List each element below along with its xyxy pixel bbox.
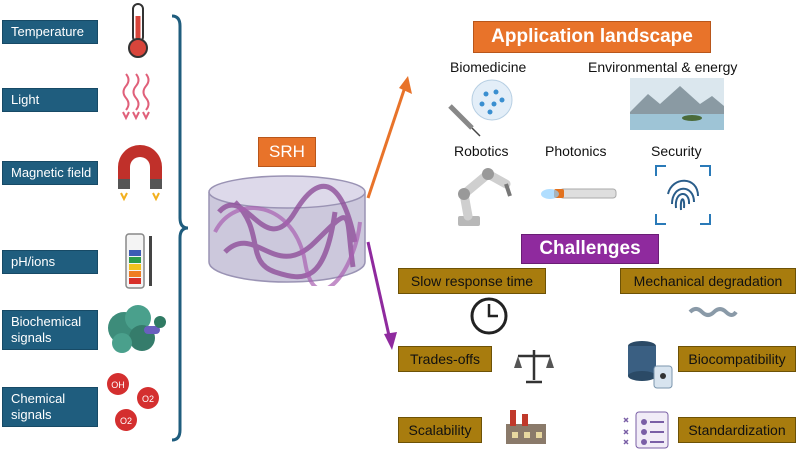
stimulus-label: pH/ions <box>11 253 56 269</box>
stimulus-label: Biochemical signals <box>11 313 82 345</box>
light-waves-icon <box>122 73 150 121</box>
database-toxic-icon <box>628 341 673 389</box>
applications-title-text: Application landscape <box>491 26 693 47</box>
balance-scale-icon <box>514 350 554 384</box>
challenges-title: Challenges <box>521 234 659 264</box>
fingerprint-icon <box>655 165 711 225</box>
light-emitting-fiber-icon <box>541 188 617 199</box>
stimulus-label: Light <box>11 91 40 107</box>
challenge-mechanical-degradation: Mechanical degradation <box>620 268 796 294</box>
challenge-trade-offs: Trades-offs <box>398 346 492 372</box>
srh-label: SRH <box>258 137 316 167</box>
application-environmental-energy: Environmental & energy <box>588 59 738 75</box>
protein-icon <box>108 305 166 353</box>
robot-arm-icon <box>458 168 512 226</box>
stimulus-label: Chemical signals <box>11 390 66 422</box>
stimulus-magnetic-field: Magnetic field <box>2 161 98 185</box>
challenge-label: Scalability <box>408 422 472 438</box>
stimuli-bracket <box>171 14 189 442</box>
arrow-head-down <box>384 332 397 350</box>
application-photonics: Photonics <box>545 143 607 159</box>
challenge-label: Slow response time <box>410 273 534 289</box>
stimulus-label: Magnetic field <box>11 164 92 180</box>
application-robotics: Robotics <box>454 143 509 159</box>
degraded-fiber-icon <box>688 307 738 317</box>
challenge-scalability: Scalability <box>398 417 482 443</box>
arrow-to-applications <box>366 83 408 199</box>
syringe-nanoparticles-icon <box>448 79 513 137</box>
srh-label-text: SRH <box>269 142 305 161</box>
arrows <box>366 76 412 350</box>
challenge-slow-response-time: Slow response time <box>398 268 546 294</box>
stimulus-chemical-signals: Chemical signals <box>2 387 98 427</box>
challenge-biocompatibility: Biocompatibility <box>678 346 796 372</box>
factory-icon <box>506 410 546 444</box>
chemical-species-icon: OH O2 O2 <box>107 373 159 431</box>
stimulus-light: Light <box>2 88 98 112</box>
arrow-to-challenges <box>366 241 392 341</box>
challenge-label: Biocompatibility <box>688 351 786 367</box>
clock-icon <box>470 297 508 335</box>
landscape-icon <box>630 78 724 130</box>
hydrogel-network-icon <box>208 175 366 286</box>
magnet-icon <box>118 145 162 202</box>
challenge-standardization: Standardization <box>678 417 796 443</box>
application-security: Security <box>651 143 702 159</box>
superoxide-label: O2 <box>142 394 154 404</box>
challenge-label: Mechanical degradation <box>633 273 783 289</box>
applications-title: Application landscape <box>473 21 711 53</box>
ph-test-tube-icon <box>125 233 152 289</box>
thermometer-icon <box>128 3 148 58</box>
challenges-title-text: Challenges <box>539 238 641 259</box>
checklist-icon <box>623 411 669 449</box>
challenge-label: Standardization <box>688 422 786 438</box>
stimulus-label: Temperature <box>11 23 84 39</box>
arrow-head-up <box>399 76 412 94</box>
stimulus-biochemical-signals: Biochemical signals <box>2 310 98 350</box>
stimulus-temperature: Temperature <box>2 20 98 44</box>
challenge-label: Trades-offs <box>409 351 481 367</box>
stimulus-ph-ions: pH/ions <box>2 250 98 274</box>
oh-label: OH <box>111 380 125 390</box>
superoxide-label: O2 <box>120 416 132 426</box>
application-biomedicine: Biomedicine <box>450 59 527 75</box>
